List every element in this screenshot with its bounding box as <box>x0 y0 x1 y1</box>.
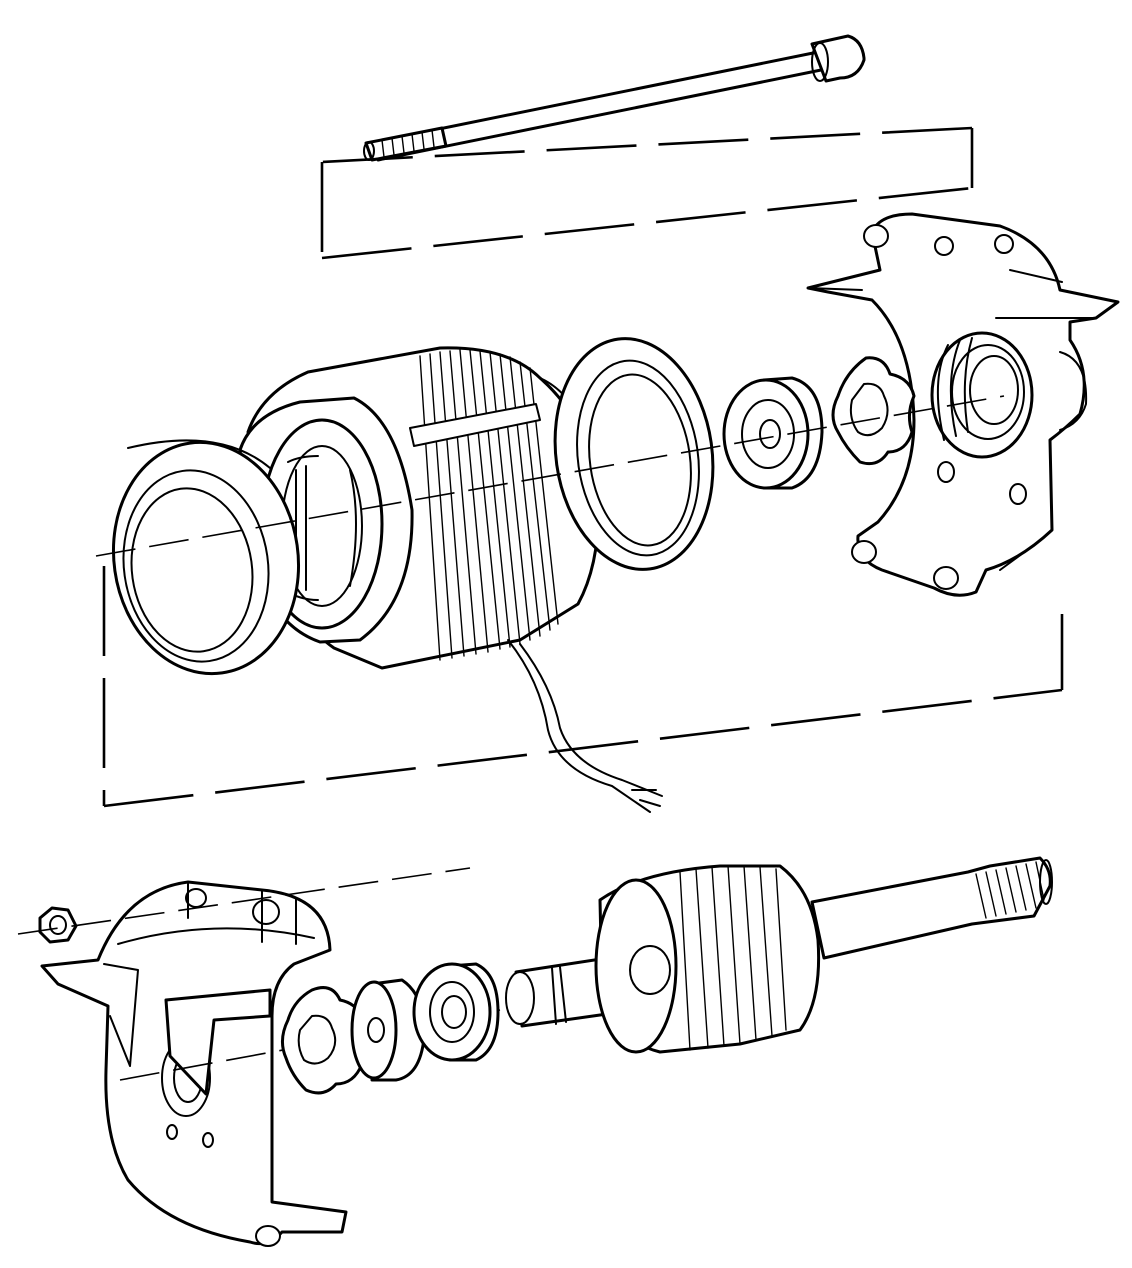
nut-axis-line <box>17 867 471 935</box>
stator-alignment-line <box>102 566 1064 808</box>
end-bracket-front <box>40 880 348 1247</box>
front-spring-washer <box>281 986 366 1095</box>
front-bearing-spacer <box>350 978 426 1082</box>
lead-wires <box>507 639 663 813</box>
rear-ball-bearing <box>722 376 824 490</box>
hex-nut <box>38 906 78 944</box>
rear-spring-washer <box>831 356 916 466</box>
stator-housing <box>238 346 601 670</box>
end-bracket-rear <box>806 212 1120 597</box>
bolt-alignment-line <box>320 126 974 260</box>
rotor-shaft-assembly <box>505 856 1053 1054</box>
front-ball-bearing <box>412 962 500 1062</box>
through-bolt <box>363 34 866 162</box>
upper-axis-line <box>95 395 1005 557</box>
front-seal-ring <box>111 439 301 676</box>
